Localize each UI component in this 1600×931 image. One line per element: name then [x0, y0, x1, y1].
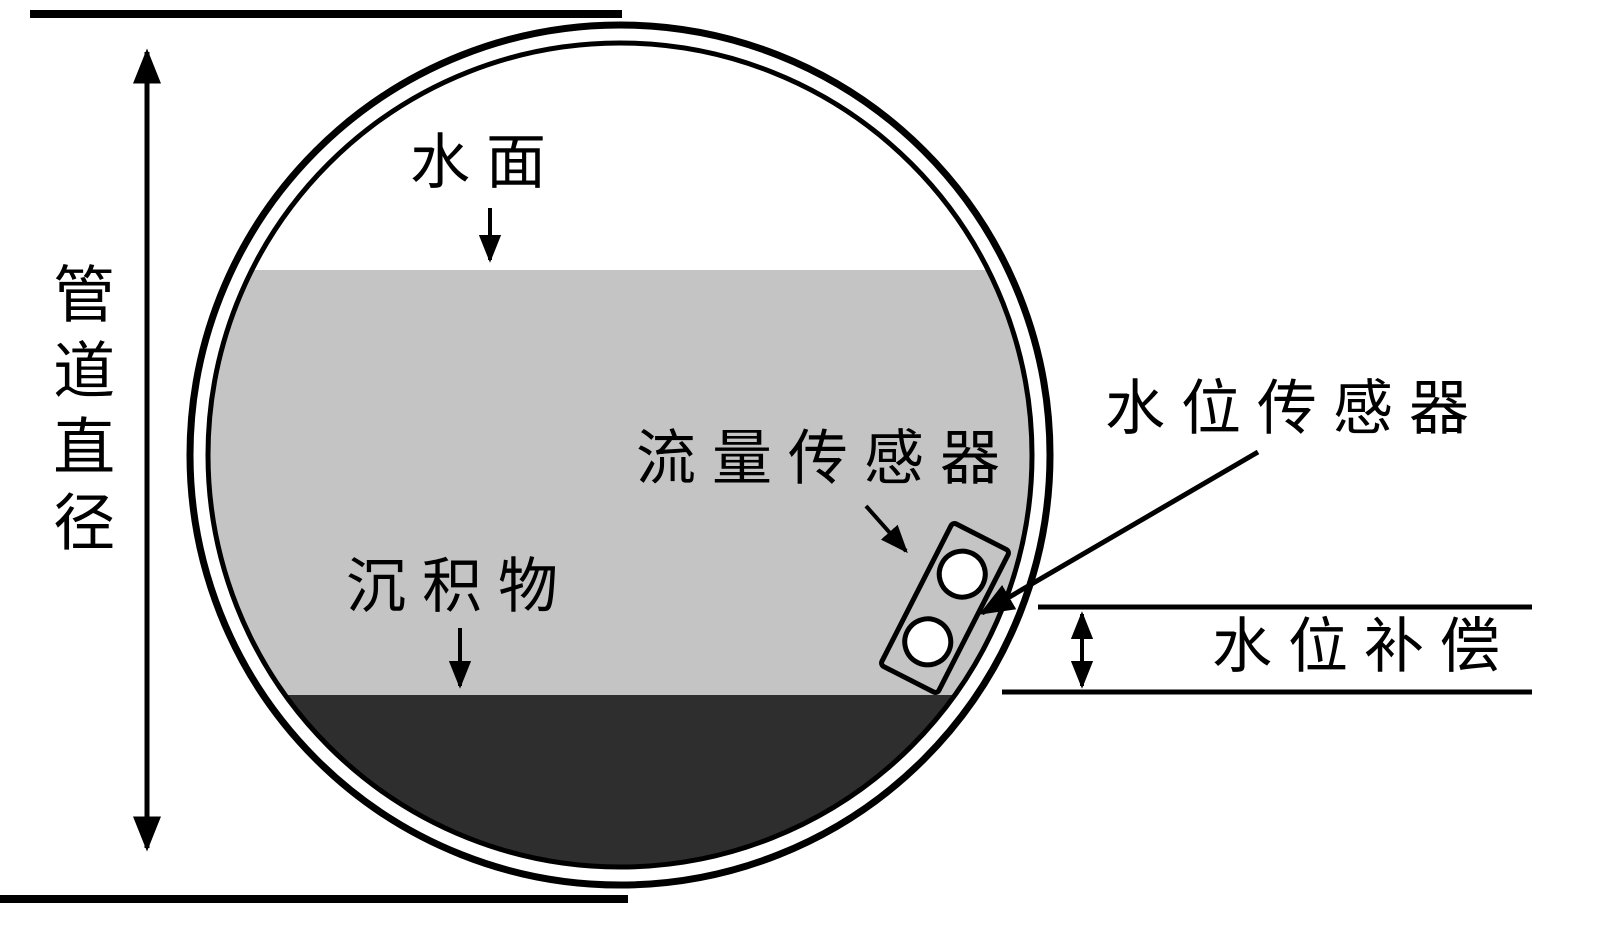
water-level-sensor-label: 水位传感器: [1105, 376, 1485, 442]
sensor-transducer-upper: [936, 548, 988, 600]
pipe-inner-wall: [205, 40, 1035, 870]
water-region: [210, 270, 1030, 696]
sensor-device: [879, 521, 1011, 695]
water-level-compensation-label: 水位补偿: [1212, 614, 1516, 680]
sensor-transducer-lower: [902, 616, 954, 668]
flow-sensor-label: 流量传感器: [636, 426, 1016, 492]
water-surface-label: 水面: [410, 130, 562, 196]
sediment-label: 沉积物: [346, 554, 574, 620]
pipe-diameter-label: 管道直径: [43, 262, 112, 566]
water-level-sensor-arrow: [978, 449, 1260, 616]
flow-sensor-arrow: [864, 504, 908, 554]
